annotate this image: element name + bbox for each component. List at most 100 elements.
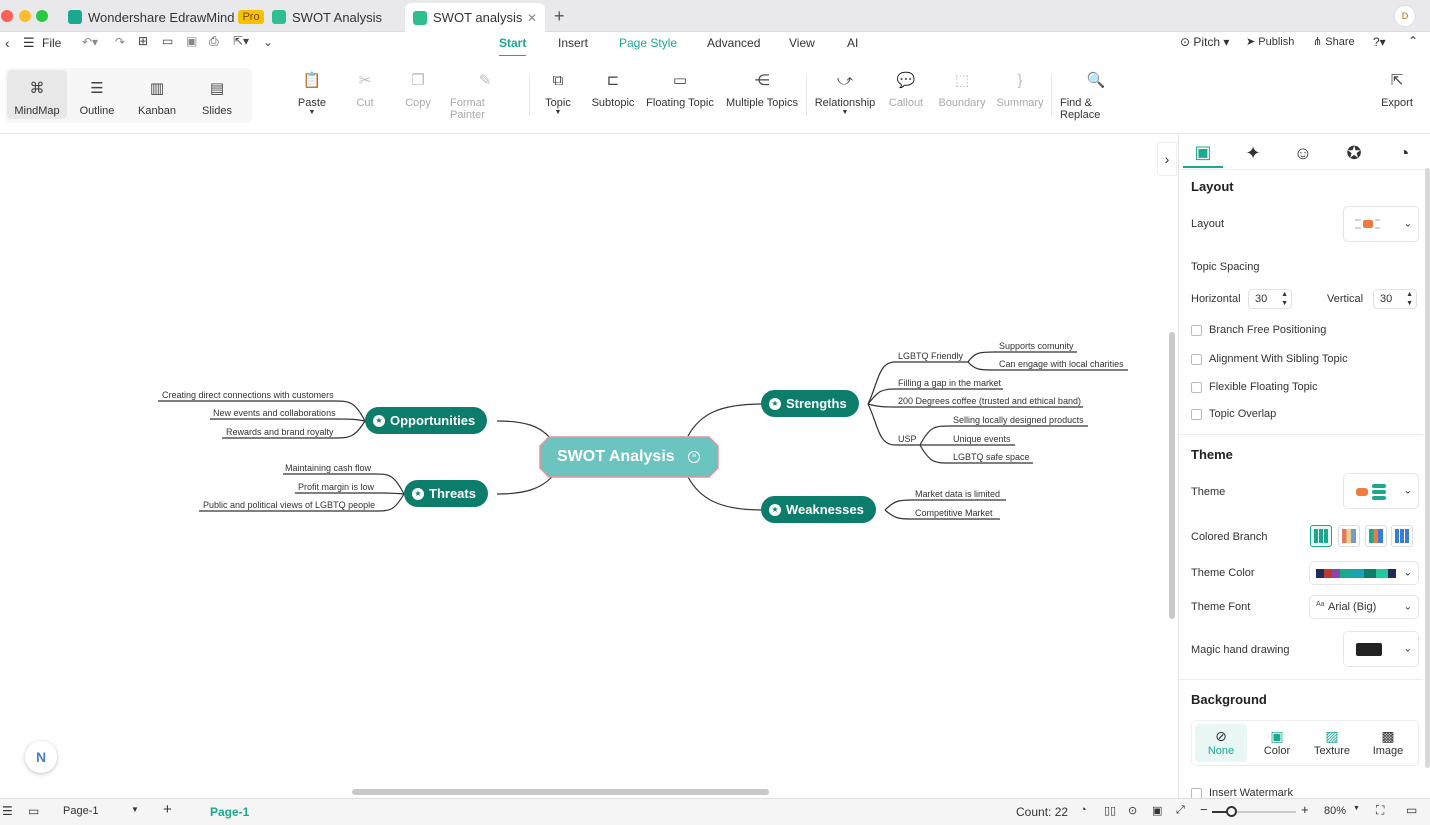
tab-ai[interactable]: ✦ (1233, 138, 1273, 168)
view-kanban-button[interactable]: ▥Kanban (135, 78, 179, 117)
view-outline-button[interactable]: ☰Outline (75, 78, 119, 117)
menu-tab-advanced[interactable]: Advanced (707, 36, 761, 50)
relationship-button[interactable]: ⤻Relationship▼ (815, 70, 876, 117)
toggle-panel-icon[interactable]: ▭ (1406, 803, 1418, 817)
zoom-window-button[interactable] (36, 10, 48, 22)
pitch-button[interactable]: ⊙ Pitch ▾ (1180, 35, 1230, 49)
add-page-icon[interactable]: + (163, 801, 172, 818)
subtopic-direct-connections[interactable]: Creating direct connections with custome… (162, 390, 334, 400)
horizontal-spacing-input[interactable]: 30▲▼ (1248, 289, 1292, 309)
share-button[interactable]: ⋔ Share (1313, 35, 1355, 48)
new-tab-button[interactable]: + (554, 6, 565, 26)
branch-free-positioning-checkbox[interactable] (1191, 325, 1202, 336)
colored-branch-option-4[interactable] (1391, 525, 1413, 547)
fit-icon[interactable]: ⤢ (1176, 804, 1185, 816)
collapse-panel-button[interactable]: › (1157, 142, 1177, 176)
export-icon[interactable]: ⇱▾ (233, 34, 250, 48)
subtopic-local-charities[interactable]: Can engage with local charities (999, 359, 1124, 369)
zoom-slider-thumb[interactable] (1226, 806, 1237, 817)
find-replace-button[interactable]: 🔍Find & Replace (1060, 70, 1132, 121)
subtopic-coffee[interactable]: 200 Degrees coffee (trusted and ethical … (898, 396, 1081, 406)
page-select[interactable]: Page-1 (63, 805, 99, 817)
colored-branch-option-1[interactable] (1310, 525, 1332, 547)
fullscreen-icon[interactable]: ⛶ (1376, 803, 1385, 817)
topic-button[interactable]: ⧉Topic▼ (543, 70, 573, 117)
floating-topic-button[interactable]: ▭Floating Topic (646, 70, 714, 109)
menu-tab-insert[interactable]: Insert (558, 36, 589, 50)
save-icon[interactable]: ▣ (186, 34, 198, 48)
play-icon[interactable]: ⊙ (1128, 805, 1138, 817)
menu-tab-ai[interactable]: AI (847, 36, 859, 50)
zoom-out-icon[interactable]: − (1200, 802, 1208, 817)
subtopic-market-data[interactable]: Market data is limited (915, 489, 1001, 499)
page-panel-icon[interactable]: ▭ (28, 804, 40, 818)
new-file-icon[interactable]: ⊞ (138, 34, 149, 48)
close-window-button[interactable] (1, 10, 13, 22)
subtopic-rewards[interactable]: Rewards and brand royalty (226, 427, 334, 437)
book-icon[interactable]: ▯▯ (1104, 805, 1117, 817)
callout-button[interactable]: 💬Callout (888, 70, 924, 109)
view-slides-button[interactable]: ▤Slides (195, 78, 239, 117)
undo-icon[interactable]: ↶▾ (82, 35, 99, 49)
subtopic-selling-local[interactable]: Selling locally designed products (953, 415, 1084, 425)
tab-history[interactable]: ◔ (1384, 138, 1424, 168)
bg-texture-option[interactable]: ▨Texture (1306, 728, 1358, 757)
outline-toggle-icon[interactable]: ☰ (2, 804, 13, 818)
file-menu[interactable]: File (42, 36, 62, 50)
zoom-slider[interactable] (1212, 811, 1296, 813)
subtopic-button[interactable]: ⊏Subtopic (590, 70, 636, 109)
panel-scrollbar[interactable] (1425, 168, 1430, 768)
central-topic[interactable]: SWOT Analysis ≡ (539, 436, 719, 478)
bg-image-option[interactable]: ▩Image (1362, 728, 1414, 757)
presentation-icon[interactable]: ▣ (1152, 805, 1163, 817)
tab-clipart[interactable]: ✪ (1334, 138, 1374, 168)
subtopic-gap-market[interactable]: Filling a gap in the market (898, 378, 1002, 388)
mindmap-canvas[interactable]: SWOT Analysis ≡ ★Strengths ★Weaknesses ★… (0, 134, 1178, 798)
stepper-icon[interactable]: ▲▼ (1281, 291, 1288, 307)
print-icon[interactable]: ⎙ (209, 34, 219, 48)
subtopic-political-views[interactable]: Public and political views of LGBTQ peop… (203, 500, 376, 510)
note-icon[interactable]: ≡ (688, 451, 700, 463)
hamburger-menu-icon[interactable]: ☰ (23, 35, 35, 50)
minimize-window-button[interactable] (19, 10, 31, 22)
topic-overlap-checkbox[interactable] (1191, 409, 1202, 420)
paste-button[interactable]: 📋Paste▼ (297, 70, 327, 116)
horizontal-scrollbar[interactable] (352, 789, 769, 795)
colored-branch-option-2[interactable] (1338, 525, 1360, 547)
colored-branch-option-3[interactable] (1365, 525, 1387, 547)
subtopic-safe-space[interactable]: LGBTQ safe space (953, 452, 1030, 462)
boundary-button[interactable]: ⬚Boundary (938, 70, 985, 109)
subtopic-competitive-market[interactable]: Competitive Market (915, 508, 993, 518)
bg-color-option[interactable]: ▣Color (1251, 728, 1303, 757)
cut-button[interactable]: ✂Cut (352, 70, 378, 109)
menu-tab-start[interactable]: Start (499, 36, 527, 57)
tab-swot-analysis-2[interactable]: SWOT analysis ✕ (405, 3, 545, 32)
help-icon[interactable]: ?▾ (1373, 35, 1386, 49)
tab-edrawmind-home[interactable]: Wondershare EdrawMind Pro (60, 4, 272, 30)
subtopic-cash-flow[interactable]: Maintaining cash flow (285, 463, 372, 473)
vertical-spacing-input[interactable]: 30▲▼ (1373, 289, 1417, 309)
subtopic-unique-events[interactable]: Unique events (953, 434, 1011, 444)
theme-dropdown[interactable]: ⌄ (1343, 473, 1419, 509)
subtopic-new-events[interactable]: New events and collaborations (213, 408, 336, 418)
chevron-down-icon[interactable]: ▼ (131, 805, 139, 814)
topic-weaknesses[interactable]: ★Weaknesses (761, 496, 876, 523)
menu-tab-view[interactable]: View (789, 36, 815, 50)
ai-assistant-button[interactable]: N (25, 741, 57, 773)
menu-tab-page-style[interactable]: Page Style (619, 36, 678, 50)
flexible-floating-checkbox[interactable] (1191, 382, 1202, 393)
open-folder-icon[interactable]: ▭ (162, 34, 174, 48)
zoom-level[interactable]: 80% (1324, 805, 1347, 817)
customize-toolbar-icon[interactable]: ⌄ (263, 35, 274, 49)
subtopic-profit-margin[interactable]: Profit margin is low (298, 482, 375, 492)
publish-button[interactable]: ➤ Publish (1246, 35, 1294, 48)
user-avatar[interactable]: D (1394, 5, 1416, 27)
topic-threats[interactable]: ★Threats (404, 480, 488, 507)
back-icon[interactable]: ‹ (5, 35, 10, 51)
close-tab-icon[interactable]: ✕ (526, 10, 537, 25)
subtopic-supports-community[interactable]: Supports comunity (999, 341, 1074, 351)
bg-none-option[interactable]: ⊘None (1195, 724, 1247, 762)
tab-page-format[interactable]: ▣ (1183, 138, 1223, 168)
vertical-scrollbar[interactable] (1169, 332, 1175, 619)
summary-button[interactable]: }Summary (996, 70, 1043, 110)
